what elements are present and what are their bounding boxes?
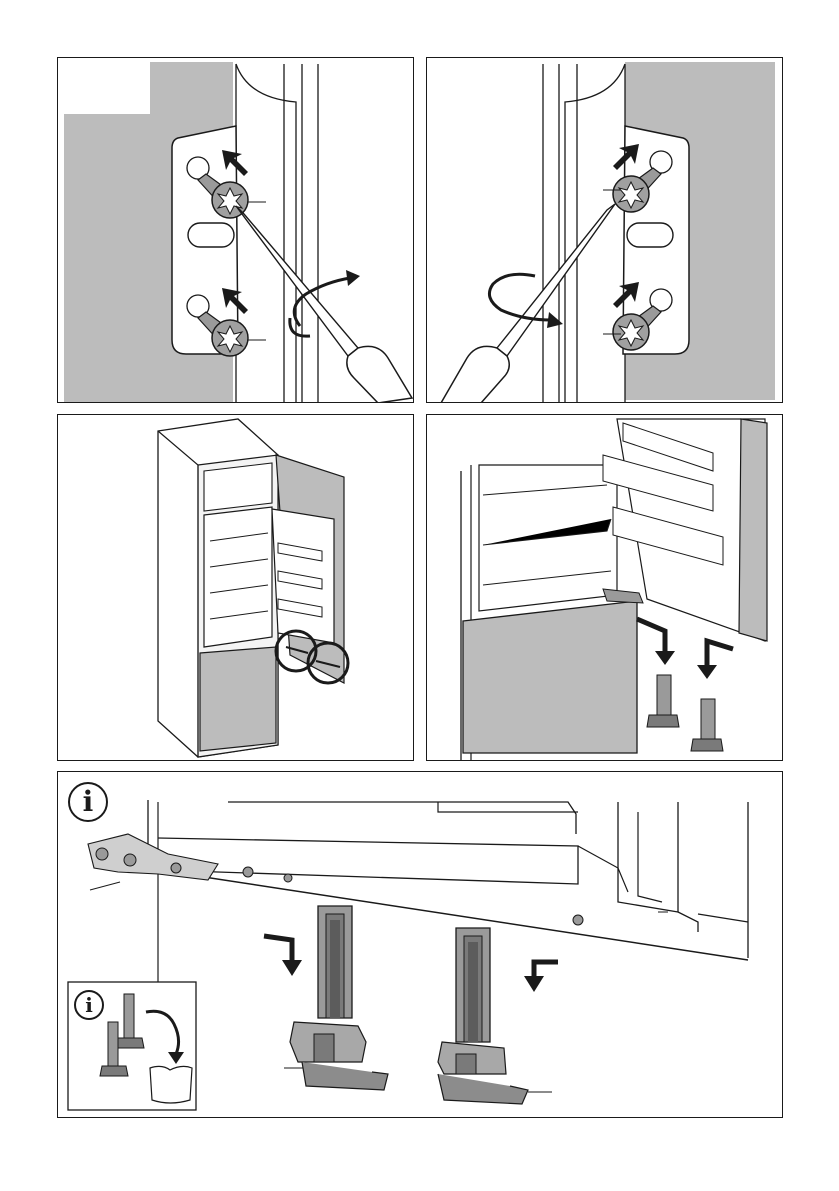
appliance-cabinet-illustration (58, 415, 414, 761)
spacer-icon (647, 675, 679, 727)
spacer-detail-illustration (58, 772, 783, 1118)
info-icon: i (74, 990, 104, 1020)
step-panel-remove-spacers (426, 414, 783, 761)
screwdriver-icon (236, 206, 412, 403)
inset-info-symbol-text: i (85, 995, 93, 1015)
spacer-icon (438, 928, 528, 1104)
bag-icon (150, 1066, 192, 1103)
step-panel-remove-screws-right (426, 57, 783, 403)
hinge-screw-illustration-left (58, 58, 414, 403)
step-panel-remove-screws-left (57, 57, 414, 403)
info-icon: i (68, 782, 108, 822)
push-arrow-icon (707, 641, 733, 667)
push-arrow-icon (534, 962, 558, 978)
info-symbol-text: i (83, 788, 94, 816)
spacer-icon (290, 906, 388, 1090)
screwdriver-icon (441, 204, 615, 403)
push-arrow-icon (264, 936, 292, 962)
spacer-removal-illustration (427, 415, 783, 761)
info-panel-spacer-detail: i i (57, 771, 783, 1118)
step-panel-appliance-overview (57, 414, 414, 761)
hinge-screw-illustration-right (427, 58, 783, 403)
spacer-icon (691, 699, 723, 751)
push-arrow-icon (637, 619, 665, 653)
